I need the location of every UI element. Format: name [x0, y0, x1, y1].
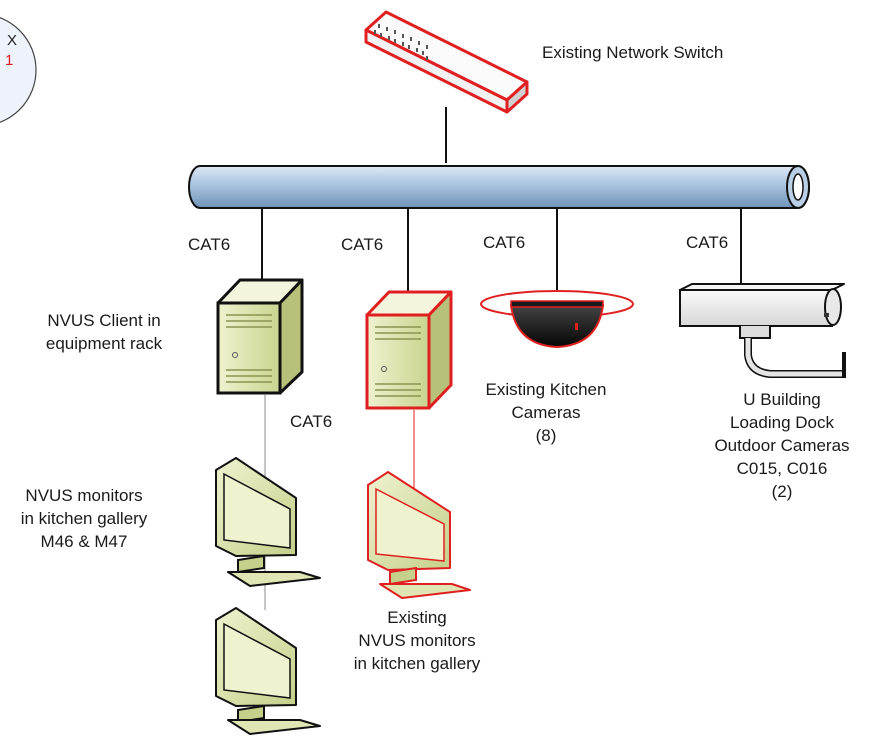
network-backbone	[188, 165, 810, 209]
network-switch-icon	[364, 10, 529, 114]
outdoor-camera-icon	[679, 283, 846, 378]
nvus-client-tower-icon	[216, 278, 304, 395]
nvus-client-label: NVUS Client in equipment rack	[45, 311, 163, 353]
existing-client-tower-icon	[365, 290, 453, 410]
kitchen-cameras-label: Existing Kitchen Cameras (8)	[485, 380, 607, 445]
existing-monitor-icon	[367, 471, 471, 599]
nvus-monitor-icon	[215, 607, 321, 735]
badge-number: 1	[5, 52, 13, 69]
cable-label-client: CAT6	[188, 235, 231, 254]
nvus-monitor-icon	[215, 457, 321, 587]
existing-monitors-label: Existing NVUS monitors in kitchen galler…	[353, 608, 481, 673]
cable-label-existing-client: CAT6	[341, 235, 384, 254]
kitchen-dome-camera-icon	[480, 290, 634, 349]
nvus-monitors-label: NVUS monitors in kitchen gallery M46 & M…	[20, 486, 148, 551]
cable-label-outdoor-cameras: CAT6	[686, 233, 729, 252]
sheet-badge: X 1	[0, 17, 37, 123]
cable-label-monitors: CAT6	[290, 412, 333, 431]
cable-label-kitchen-cameras: CAT6	[483, 233, 526, 252]
switch-label: Existing Network Switch	[542, 43, 724, 62]
badge-letter: X	[7, 32, 17, 49]
outdoor-cameras-label: U Building Loading Dock Outdoor Cameras …	[714, 390, 850, 501]
